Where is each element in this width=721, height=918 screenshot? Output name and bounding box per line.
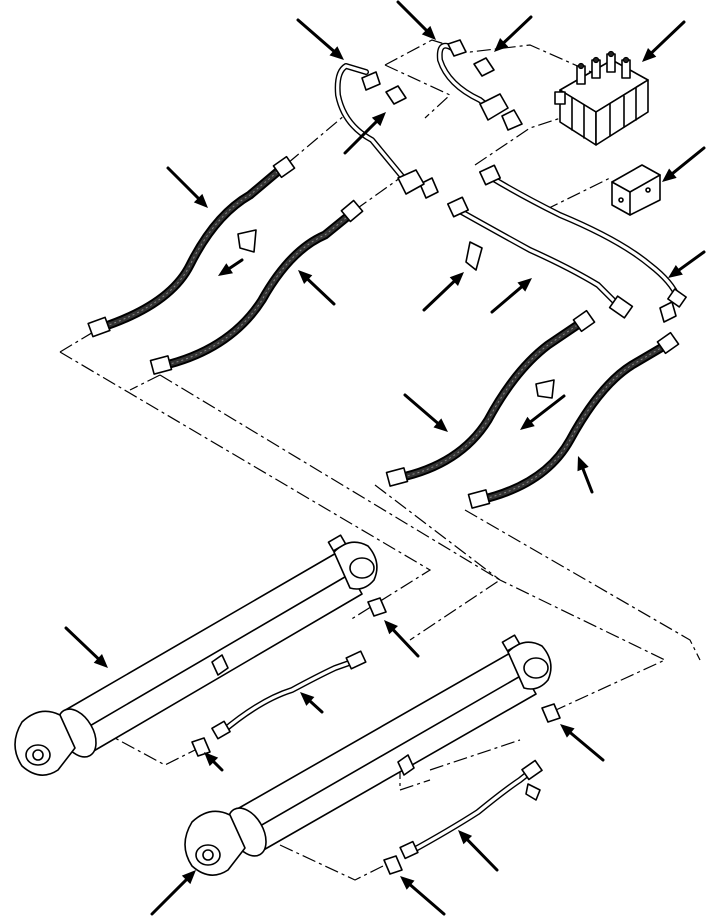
hose-clamp xyxy=(237,229,555,399)
steel-tube xyxy=(211,650,367,740)
steel-tube xyxy=(399,759,543,860)
arrow-pointer-icon xyxy=(298,270,336,306)
tee-fitting xyxy=(397,93,509,195)
arrow-pointer-icon xyxy=(577,456,594,494)
steel-tube-upper-center xyxy=(436,42,493,111)
steel-tube-long-right xyxy=(489,175,681,301)
arrow-pointer-icon xyxy=(400,876,446,916)
hydraulic-hose xyxy=(149,199,364,375)
arrow-pointer-icon xyxy=(642,20,686,62)
arrow-pointer-icon xyxy=(150,870,196,916)
arrow-pointer-icon xyxy=(668,250,706,278)
steel-tube-long-center xyxy=(455,207,621,308)
hydraulic-hose xyxy=(385,309,596,487)
hydraulic-cylinder xyxy=(184,634,552,876)
arrow-pointer-icon xyxy=(662,146,706,182)
arrow-pointer-icon xyxy=(218,258,244,276)
mounting-bracket xyxy=(611,164,661,216)
adapter-fitting xyxy=(191,597,561,875)
arrow-pointer-icon xyxy=(300,692,324,714)
arrow-pointer-icon xyxy=(494,15,533,52)
arrow-pointer-icon xyxy=(343,112,386,155)
arrow-pointer-icon xyxy=(458,830,499,872)
control-valve xyxy=(554,50,649,146)
arrow-pointer-icon xyxy=(396,0,436,40)
hydraulic-hose xyxy=(467,331,680,509)
hydraulic-hose xyxy=(87,155,296,338)
arrow-pointer-icon xyxy=(166,166,208,208)
leader-lines xyxy=(59,39,701,881)
adapter-fitting xyxy=(446,164,687,319)
callout-arrows xyxy=(64,0,706,916)
arrow-pointer-icon xyxy=(403,393,448,432)
arrow-pointer-icon xyxy=(204,752,224,772)
hydraulic-cylinder xyxy=(14,534,378,776)
arrow-pointer-icon xyxy=(422,272,464,312)
arrow-pointer-icon xyxy=(384,620,420,658)
arrow-pointer-icon xyxy=(296,18,344,60)
arrow-pointer-icon xyxy=(560,724,605,762)
arrow-pointer-icon xyxy=(520,394,566,430)
arrow-pointer-icon xyxy=(64,626,108,668)
adapter-fitting xyxy=(361,39,677,323)
steel-tube-upper-left xyxy=(334,63,408,183)
arrow-pointer-icon xyxy=(490,278,532,314)
